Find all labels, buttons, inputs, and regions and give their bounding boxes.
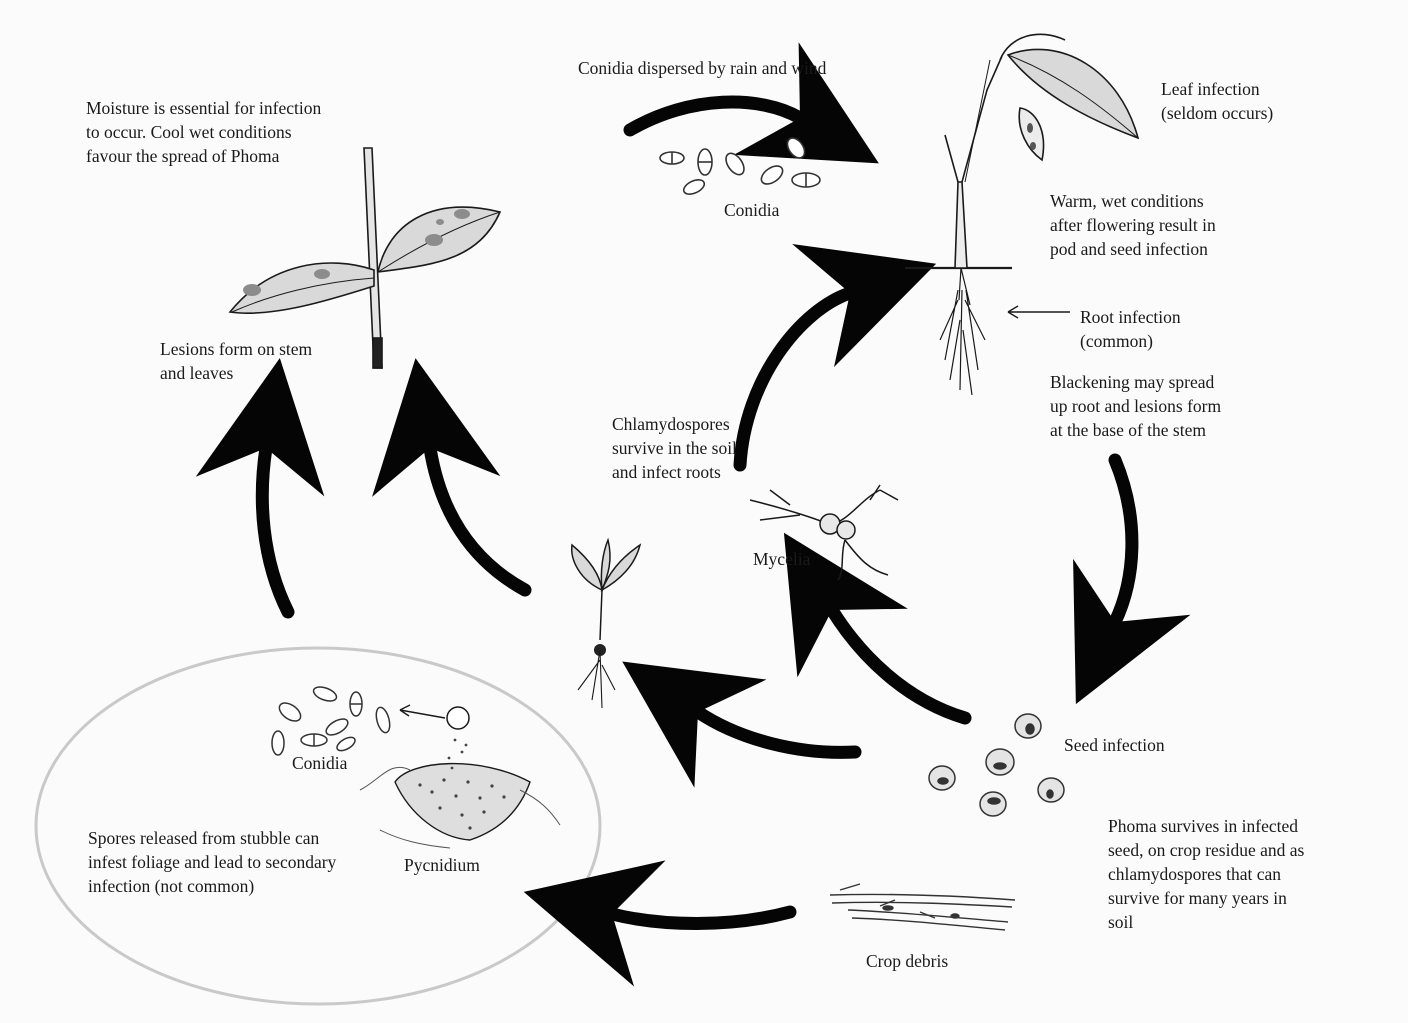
conidia-inset-label: Conidia bbox=[292, 751, 347, 775]
arrow-inset-to-lesions bbox=[262, 448, 288, 612]
seedling-illustration bbox=[572, 540, 640, 708]
arrow-seed-to-seedling bbox=[698, 712, 855, 752]
conidia-spores-inset bbox=[272, 684, 392, 755]
root-infection-label: Root infection (common) bbox=[1080, 305, 1181, 353]
crop-debris-label: Crop debris bbox=[866, 949, 948, 973]
blackening-note: Blackening may spread up root and lesion… bbox=[1050, 370, 1221, 442]
pycnidium-label: Pycnidium bbox=[404, 853, 480, 877]
moisture-note: Moisture is essential for infection to o… bbox=[86, 96, 321, 168]
conidia-spores-top bbox=[660, 135, 820, 197]
conidia-top-label: Conidia bbox=[724, 198, 779, 222]
arrow-to-seed-infection bbox=[1115, 460, 1132, 622]
leaf-infection-label: Leaf infection (seldom occurs) bbox=[1161, 77, 1273, 125]
lesions-label: Lesions form on stem and leaves bbox=[160, 337, 312, 385]
infected-seeds-illustration bbox=[929, 714, 1064, 816]
spores-released-note: Spores released from stubble can infest … bbox=[88, 826, 336, 898]
seed-infection-label: Seed infection bbox=[1064, 733, 1165, 757]
conidia-dispersed-label: Conidia dispersed by rain and wind bbox=[578, 56, 826, 80]
arrow-chlamydospores-to-plant bbox=[740, 293, 850, 465]
warm-wet-conditions-note: Warm, wet conditions after flowering res… bbox=[1050, 189, 1216, 261]
stem-with-lesions-illustration bbox=[230, 148, 500, 368]
phoma-survives-note: Phoma survives in infected seed, on crop… bbox=[1108, 814, 1304, 934]
arrow-debris-to-inset bbox=[612, 912, 790, 924]
arrow-seedling-to-lesions bbox=[430, 448, 525, 590]
spore-release-pointer bbox=[400, 705, 445, 718]
chlamydospores-note: Chlamydospores survive in the soil and i… bbox=[612, 412, 737, 484]
arrow-conidia-dispersal bbox=[630, 102, 800, 130]
crop-debris-illustration bbox=[830, 884, 1015, 930]
mycelia-label: Mycelia bbox=[753, 547, 810, 571]
arrow-seed-to-mycelia bbox=[832, 610, 965, 718]
